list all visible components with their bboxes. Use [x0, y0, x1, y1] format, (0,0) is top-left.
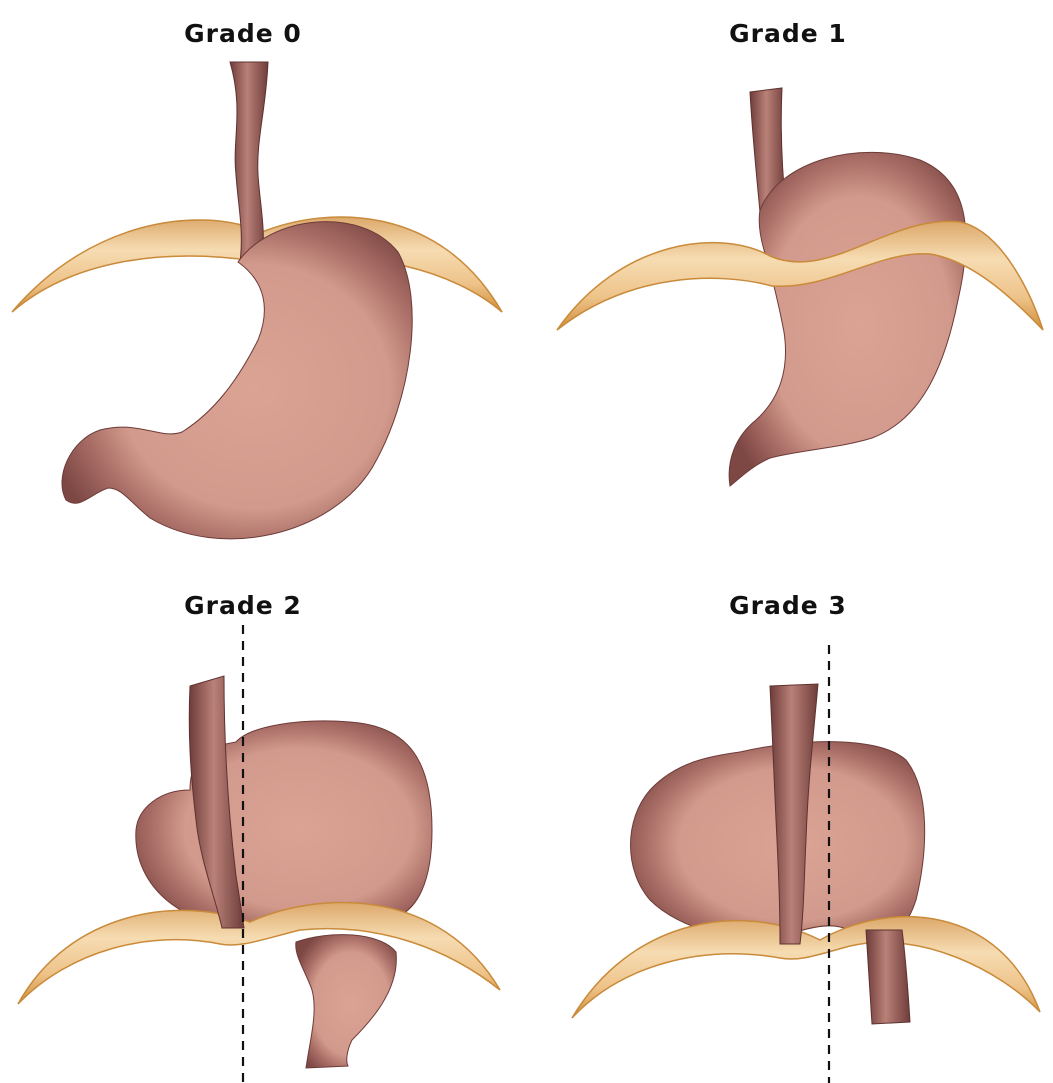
- panel-title-grade-3: Grade 3: [729, 591, 847, 620]
- diaphragm: [572, 917, 1040, 1018]
- diaphragm: [18, 903, 500, 1004]
- stomach-antrum: [296, 935, 397, 1068]
- panel-grade-2: Grade 2: [18, 591, 500, 1083]
- stomach: [62, 222, 412, 539]
- panel-title-grade-2: Grade 2: [184, 591, 302, 620]
- panel-grade-3: Grade 3: [572, 591, 1040, 1083]
- stomach-pylorus: [866, 930, 910, 1024]
- panel-grade-0: Grade 0: [12, 19, 502, 539]
- panel-title-grade-1: Grade 1: [729, 19, 847, 48]
- panel-title-grade-0: Grade 0: [184, 19, 302, 48]
- panel-grade-1: Grade 1: [557, 19, 1043, 486]
- stomach: [136, 721, 432, 928]
- stomach: [729, 152, 966, 486]
